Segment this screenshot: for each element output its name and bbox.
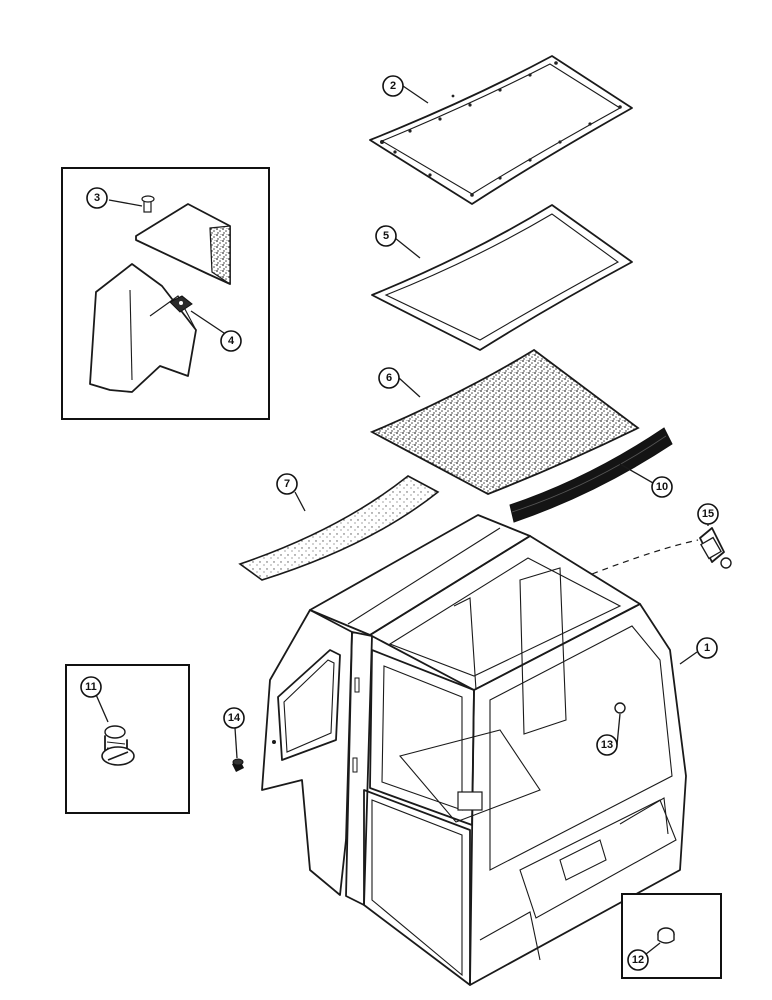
roof-gasket [371, 204, 633, 351]
callout-4-label: 4 [228, 335, 235, 347]
callout-6: 6 [378, 367, 400, 389]
callout-5-label: 5 [383, 230, 389, 242]
trim-strip [509, 427, 673, 523]
callout-12-label: 12 [632, 954, 644, 966]
callout-14: 14 [223, 707, 245, 729]
callout-15: 15 [697, 503, 719, 525]
callout-7: 7 [276, 473, 298, 495]
callout-12: 12 [627, 949, 649, 971]
callout-15-label: 15 [702, 508, 714, 520]
callout-7-label: 7 [284, 478, 290, 490]
callout-11: 11 [80, 676, 102, 698]
callout-1: 1 [696, 637, 718, 659]
callout-3: 3 [86, 187, 108, 209]
callout-2: 2 [382, 75, 404, 97]
callout-1-label: 1 [704, 642, 710, 654]
callout-3-label: 3 [94, 192, 100, 204]
callout-14-label: 14 [228, 712, 241, 724]
callout-4: 4 [220, 330, 242, 352]
insulation-pad [369, 348, 640, 495]
grommet-part [232, 758, 244, 772]
callout-6-label: 6 [386, 372, 392, 384]
cab-frame [261, 514, 687, 986]
fitting-part [591, 527, 732, 575]
callout-13: 13 [596, 734, 618, 756]
callout-2-label: 2 [390, 80, 396, 92]
callout-13-label: 13 [601, 739, 613, 751]
callout-5: 5 [375, 225, 397, 247]
callout-11-label: 11 [85, 681, 97, 693]
roof-panel [369, 55, 633, 205]
callout-10-label: 10 [656, 481, 668, 493]
headliner-strip [238, 475, 440, 581]
callout-10: 10 [651, 476, 673, 498]
inset-box-bracket [61, 167, 270, 420]
